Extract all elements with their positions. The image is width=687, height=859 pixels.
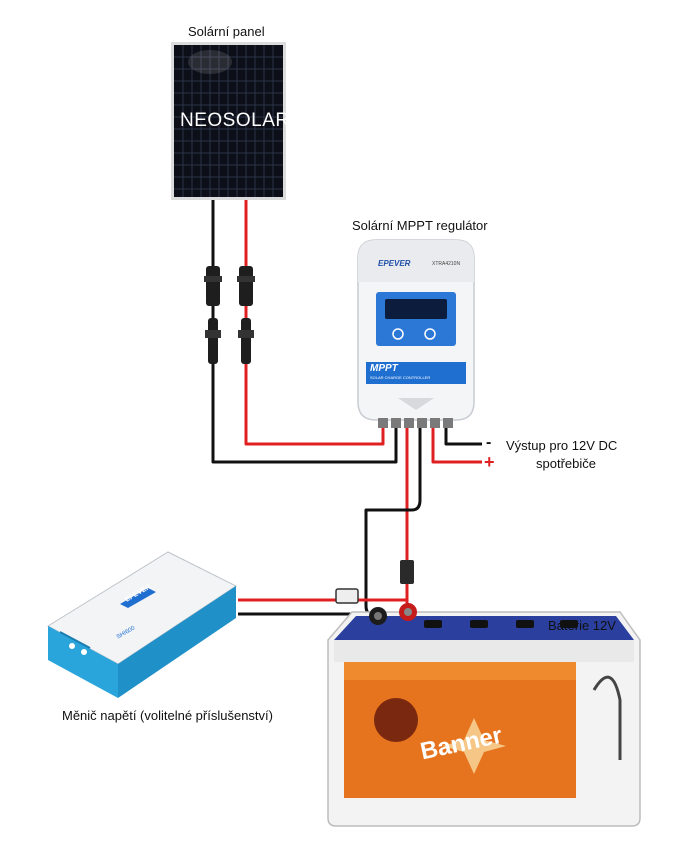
mc4-connector-positive bbox=[237, 266, 255, 364]
regulator-sub-label: SOLAR CHARGE CONTROLLER bbox=[370, 375, 431, 380]
solar-panel bbox=[171, 42, 286, 200]
output-label-line2: spotřebiče bbox=[536, 456, 596, 471]
regulator-label: Solární MPPT regulátor bbox=[352, 218, 488, 233]
inverter bbox=[47, 551, 237, 698]
mppt-regulator bbox=[357, 239, 475, 421]
regulator-mppt-label: MPPT bbox=[370, 363, 398, 374]
load-positive-wire bbox=[431, 428, 482, 464]
solar-panel-label: Solární panel bbox=[188, 24, 265, 39]
output-label-line1: Výstup pro 12V DC bbox=[506, 438, 618, 453]
battery bbox=[327, 603, 641, 827]
regulator-terminals bbox=[378, 418, 453, 428]
battery-negative-wire bbox=[364, 428, 422, 618]
battery-label: Baterie 12V bbox=[548, 618, 616, 633]
regulator-model-label: XTRA4210N bbox=[432, 261, 461, 267]
output-minus-sign: - bbox=[486, 434, 492, 451]
output-plus-sign: + bbox=[484, 452, 495, 472]
panel-brand-label: NEOSOLAR bbox=[180, 110, 290, 131]
mc4-connector-negative bbox=[204, 266, 222, 364]
regulator-brand-label: EPEVER bbox=[378, 259, 411, 268]
inverter-label: Měnič napětí (volitelné příslušenství) bbox=[62, 708, 273, 723]
inverter-fuse bbox=[335, 588, 359, 604]
load-negative-wire bbox=[444, 428, 482, 446]
battery-fuse bbox=[400, 560, 414, 584]
